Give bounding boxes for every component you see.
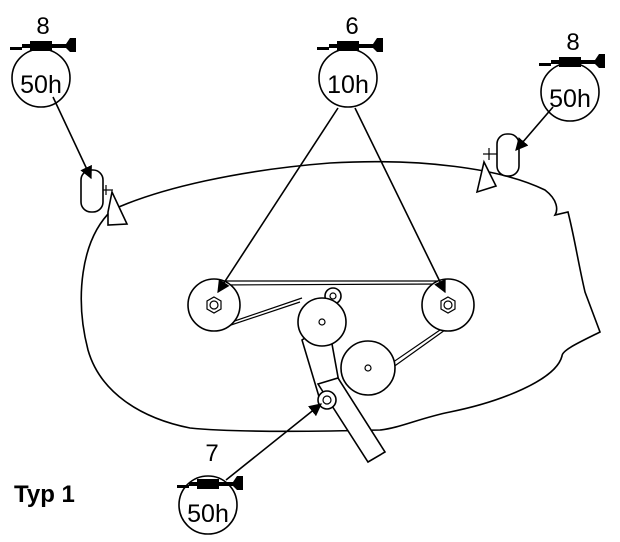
grease-gun-icon — [177, 476, 243, 490]
right-spindle-pulley — [421, 278, 475, 332]
lower-idler-pulley — [340, 340, 396, 396]
diagram-type-label: Typ 1 — [14, 481, 75, 508]
pointer-6-left — [217, 107, 339, 294]
grease-badge-number: 7 — [205, 440, 218, 467]
left-spindle-pulley — [187, 278, 241, 332]
grease-badge-number: 8 — [566, 29, 579, 56]
grease-badge-6: 6 10h — [317, 13, 383, 108]
left-anti-scalp-wheel — [80, 169, 129, 226]
grease-interval-label: 10h — [327, 71, 369, 99]
pointer-8-right — [515, 106, 554, 151]
upper-idler-pulley — [297, 297, 347, 347]
deck-outline — [80, 160, 602, 433]
grease-gun-icon — [317, 38, 383, 52]
pointer-8-left — [52, 96, 92, 180]
grease-badge-8-right: 8 50h — [539, 29, 605, 122]
pointer-6-right — [354, 107, 446, 294]
grease-interval-label: 50h — [187, 500, 229, 528]
right-anti-scalp-wheel — [475, 133, 520, 194]
pivot-grease-fitting — [317, 390, 337, 410]
grease-interval-label: 50h — [549, 85, 591, 113]
grease-interval-label: 50h — [20, 71, 62, 99]
grease-gun-icon — [539, 54, 605, 68]
grease-gun-icon — [10, 38, 76, 52]
grease-badge-number: 6 — [345, 13, 358, 40]
grease-badge-number: 8 — [36, 13, 49, 40]
pointer-7 — [225, 403, 322, 481]
grease-badge-8-left: 8 50h — [10, 13, 76, 108]
grease-badge-7: 7 50h — [177, 440, 243, 535]
